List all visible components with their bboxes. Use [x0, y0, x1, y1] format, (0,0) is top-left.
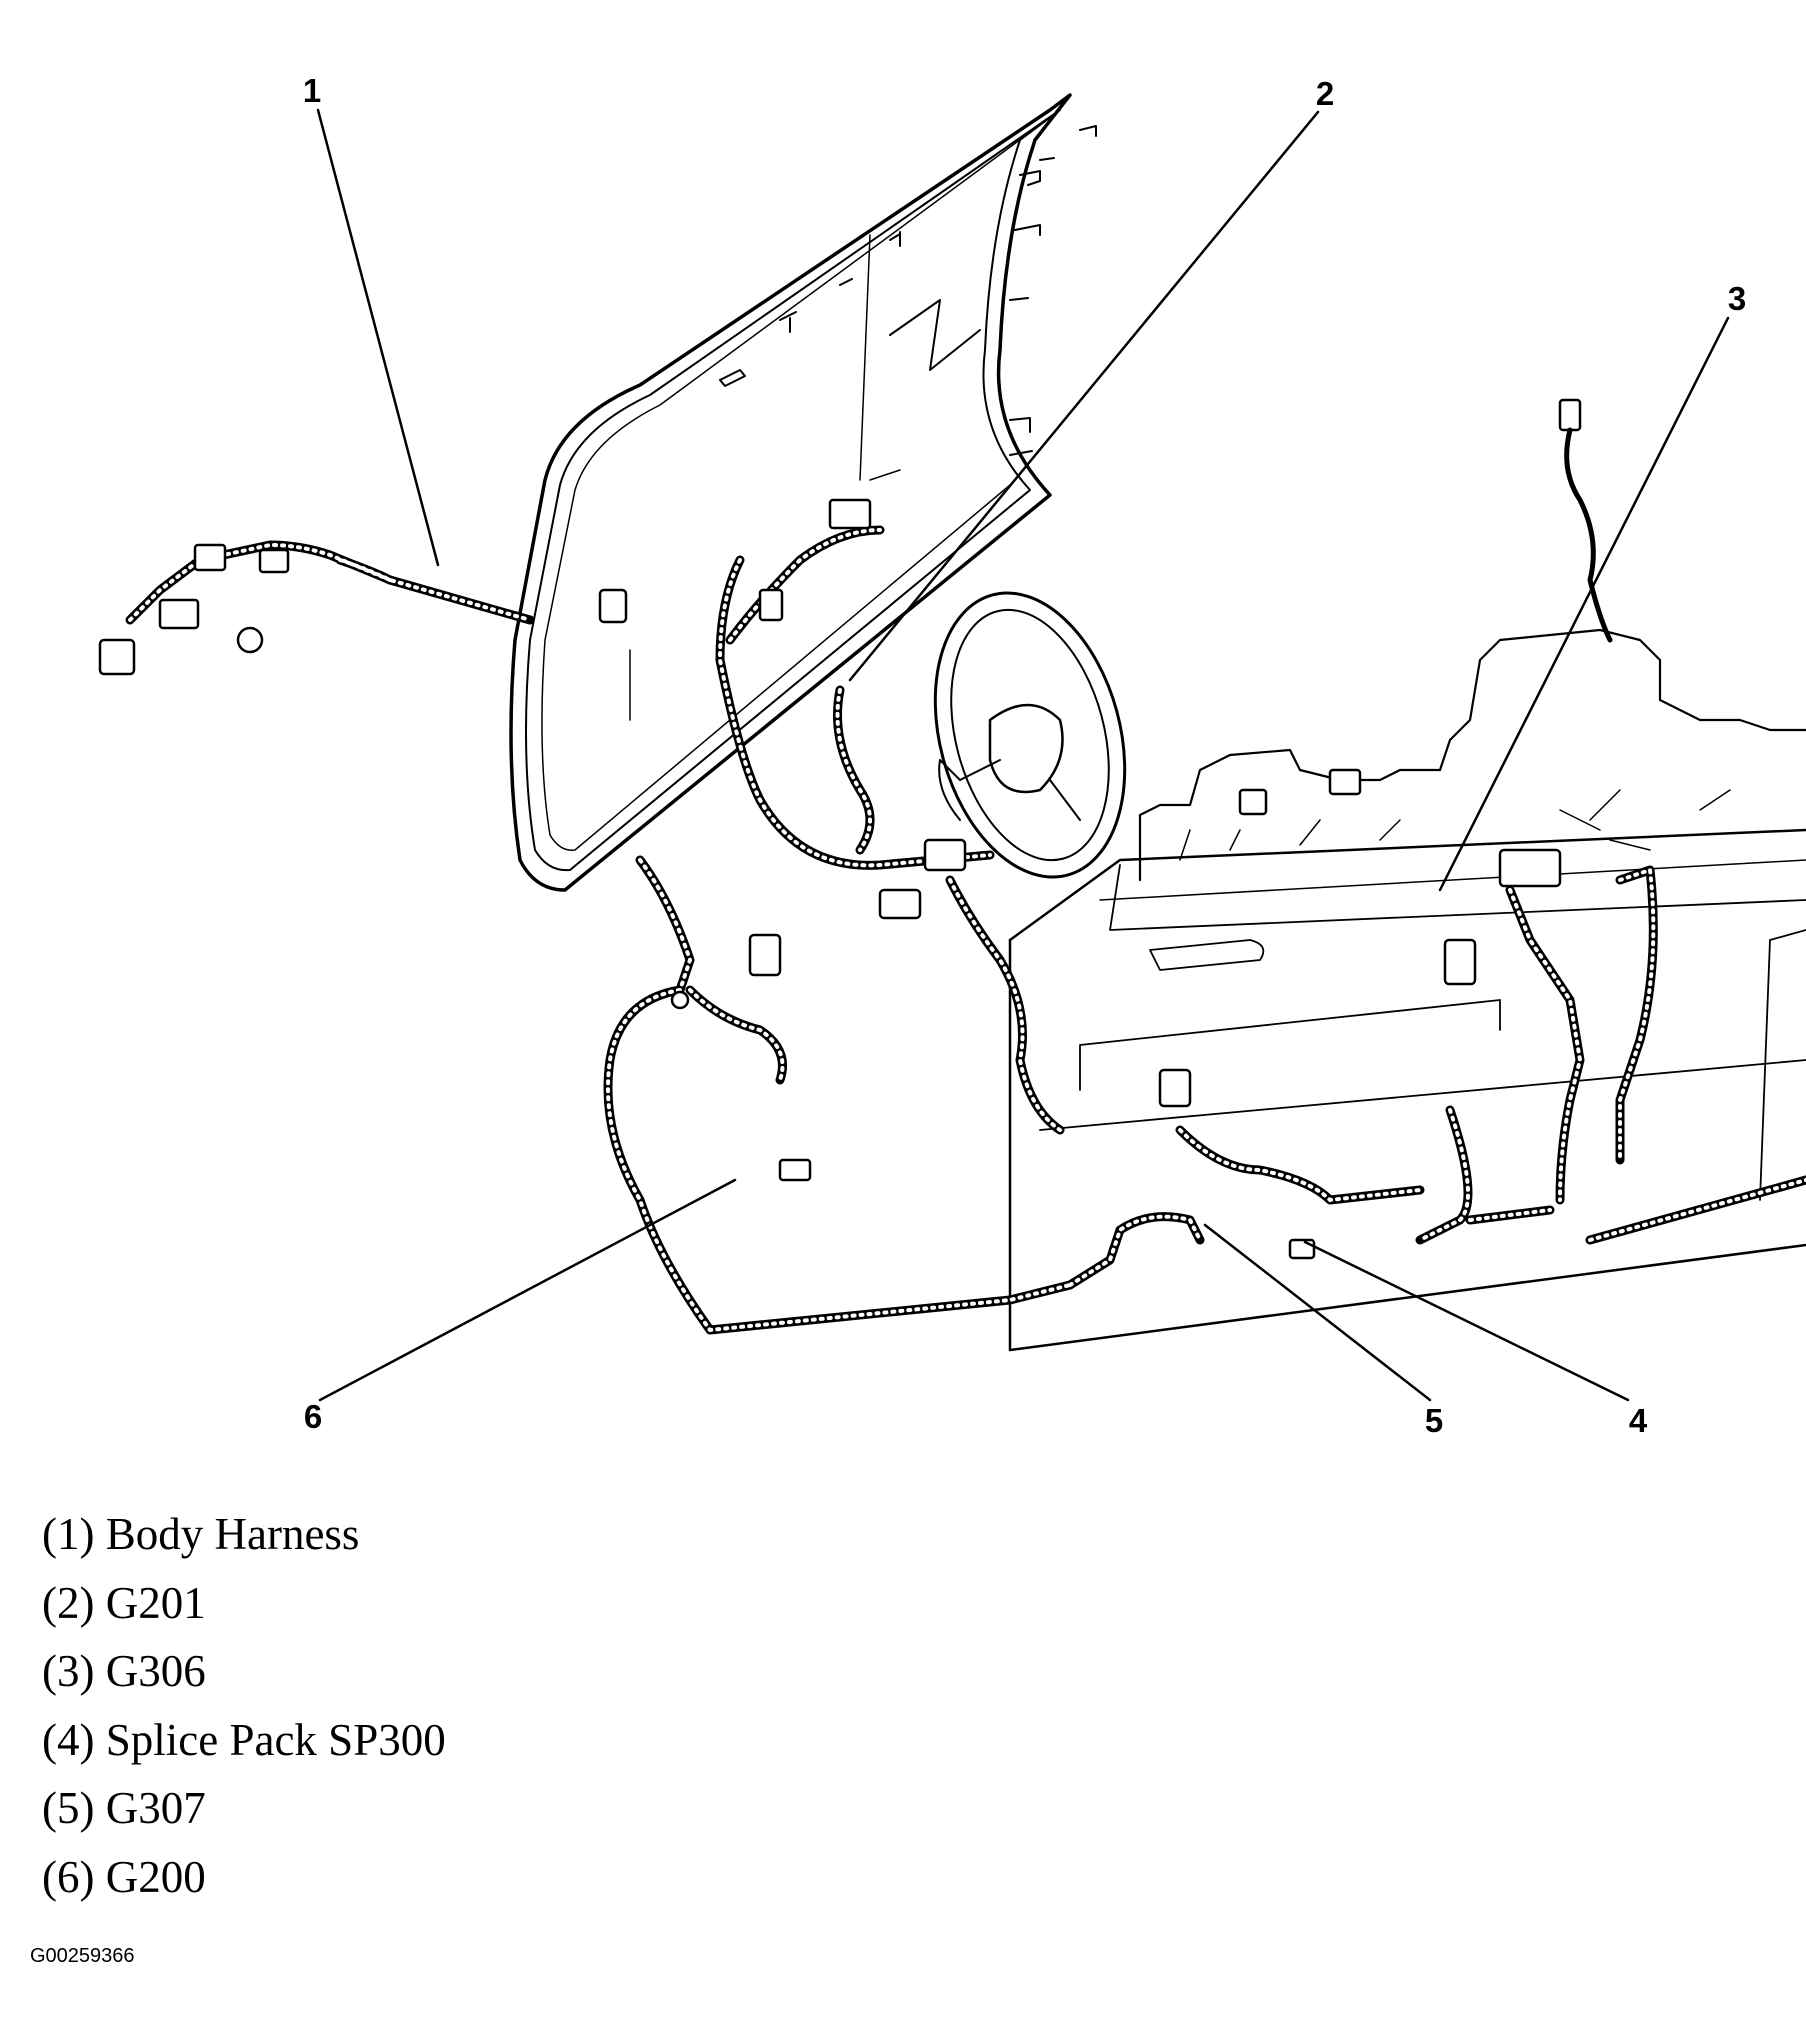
figure-id: G00259366	[30, 1945, 135, 1967]
windshield-frame	[509, 93, 1097, 892]
legend-item-5: (5) G307	[42, 1783, 206, 1833]
callout-4: 4	[1629, 1402, 1648, 1439]
callout-3: 3	[1728, 280, 1746, 317]
leader-lines	[316, 108, 1730, 1402]
callout-1: 1	[303, 72, 321, 109]
callout-2: 2	[1316, 75, 1334, 112]
legend-item-1: (1) Body Harness	[42, 1509, 360, 1559]
dash-panel	[1008, 628, 1806, 1352]
harness-ribs	[128, 528, 1806, 1332]
wiring-harness-diagram: 1 2 3 4 5 6	[98, 72, 1806, 1439]
harness-conduits	[125, 525, 1806, 1335]
steering-wheel	[933, 591, 1127, 879]
legend-item-6: (6) G200	[42, 1851, 206, 1902]
legend-item-2: (2) G201	[42, 1577, 206, 1628]
legend-item-3: (3) G306	[42, 1646, 206, 1696]
legend: (1) Body Harness (2) G201 (3) G306 (4) S…	[42, 1500, 446, 1911]
upper-right-harness	[1564, 427, 1613, 643]
connectors	[98, 398, 1582, 1260]
legend-item-4: (4) Splice Pack SP300	[42, 1714, 446, 1765]
callout-6: 6	[304, 1398, 322, 1435]
callout-5: 5	[1425, 1402, 1443, 1439]
